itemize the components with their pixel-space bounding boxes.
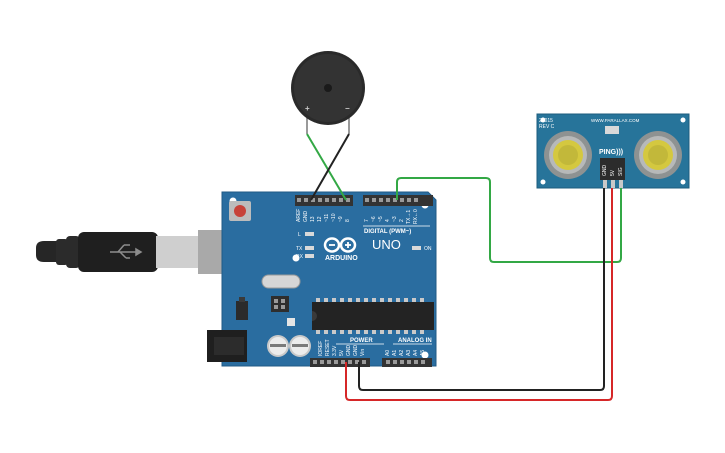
arduino-logo-icon [323,237,357,253]
power-header[interactable] [310,358,370,367]
sensor-revision: REV C [539,124,555,130]
pin-label: ~5 [378,216,384,222]
mounting-hole [421,351,429,359]
bottom-header-pins [313,360,425,364]
pin-label: ~10 [331,213,337,222]
ping-ultrasonic-sensor[interactable]: 28015 REV C WWW.PARALLAX.COM PING))) GND… [536,113,690,189]
pin-label: 4 [385,219,391,222]
wire-buzzer-plus [306,133,347,201]
icsp-header-usb [271,296,289,312]
status-leds: L TX RX ON [296,232,432,260]
model-label: UNO [372,237,401,252]
wire-5v [345,188,613,401]
pin-label: ~11 [324,214,330,222]
pin-label: RESET [325,339,331,356]
sensor-name: PING))) [599,149,623,156]
led-label-l: L [298,232,301,238]
voltage-regulator [236,297,248,320]
transducer-left [544,131,592,179]
pin-label: TX→1 [406,210,412,224]
atmega-chip [312,298,434,334]
digital-header-left[interactable] [295,195,353,206]
power-pin-labels: IOREF RESET 3.3V 5V GND GND Vin [318,339,366,356]
pin-label: IOREF [318,341,324,356]
sensor-url: WWW.PARALLAX.COM [591,118,640,123]
analog-label: ANALOG IN [398,338,432,344]
sensor-pin-label: GND [602,165,608,177]
pin-label: ~9 [338,216,344,222]
pin-label: ~3 [392,216,398,222]
pin-label: A3 [406,350,412,356]
wires [306,133,622,401]
usb-cable [36,230,226,274]
pin-label: ~6 [371,216,377,222]
pin-label: 5V [339,349,345,356]
sensor-pin-header[interactable] [600,158,625,180]
digital-header-label: DIGITAL (PWM~) [364,229,411,235]
pin-label: GND [353,345,359,357]
brand-label: ARDUINO [325,255,358,262]
pin-label: A4 [413,350,419,356]
pin-label: RX←0 [413,209,419,224]
pin-label: A5 [420,350,426,356]
mounting-hole [292,254,300,262]
pin-label: Vin [360,349,366,356]
pin-label: 7 [364,219,370,222]
pin-label: 8 [345,219,351,222]
buzzer-plus-label: + [305,104,310,113]
buzzer-minus-label: − [345,104,350,113]
analog-pin-labels: A0 A1 A2 A3 A4 A5 [385,350,426,356]
pin-label: GND [303,211,309,223]
transducer-right [634,131,682,179]
led-label-rx: RX [296,254,304,260]
pin-label: A0 [385,350,391,356]
pin-label: 12 [317,216,323,222]
arduino-uno-board[interactable]: AREF GND 13 12 ~11 ~10 ~9 8 7 ~6 ~5 4 ~3… [207,191,437,367]
wire-signal [396,177,622,263]
led-label-tx: TX [296,246,303,252]
pin-label: GND [346,345,352,357]
digital-header-right[interactable] [363,195,433,206]
digital-pin-labels: AREF GND 13 12 ~11 ~10 ~9 8 7 ~6 ~5 4 ~3… [296,209,419,224]
sensor-pin-label: 5V [610,169,616,176]
pin-label: A1 [392,350,398,356]
sensor-pin-label: SIG [618,167,624,176]
crystal-oscillator [261,274,301,289]
piezo-buzzer[interactable]: + − [291,51,365,134]
pin-label: 13 [310,216,316,222]
led-label-on: ON [424,246,432,252]
wire-ground [358,188,605,391]
pin-label: A2 [399,350,405,356]
wire-buzzer-minus [310,133,350,201]
pin-label: AREF [296,209,302,222]
pin-label: 3.3V [332,345,338,356]
small-component [287,318,295,326]
capacitors [267,335,311,357]
usb-icon [110,244,143,259]
pin-label: 2 [399,219,405,222]
power-label: POWER [350,338,373,344]
sensor-part-number: 28015 [539,118,553,124]
digital-header-pins [297,198,418,202]
sensor-led [605,126,619,134]
reset-button[interactable] [229,201,251,221]
